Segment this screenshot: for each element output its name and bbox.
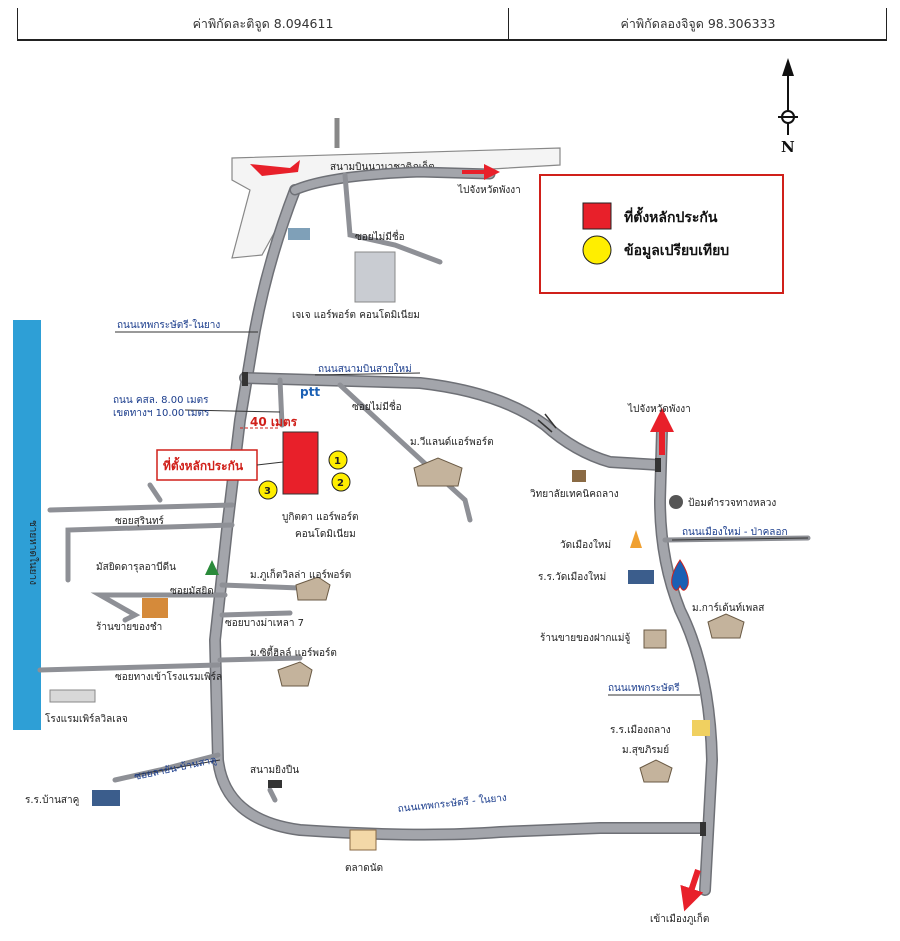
label-mosque: มัสยิดดารุลอาบีดีน: [96, 561, 176, 573]
comparable-3-num: 3: [264, 486, 271, 497]
road-spec-1: ถนน คสล. 8.00 เมตร: [113, 395, 209, 406]
label-tech-college: วิทยาลัยเทคนิคถลาง: [530, 489, 619, 500]
label-soi-masjid: ซอยมัสยิด: [170, 586, 214, 597]
arrow-to-phuket: [680, 869, 704, 912]
label-consignment: ร้านขายของฝากแม่จู้: [540, 632, 630, 644]
comparable-2-num: 2: [337, 478, 344, 489]
subject-property: 40 เมตร ที่ตั้งหลักประกัน บูกิตตา แอร์พอ…: [113, 395, 358, 540]
label-wat-mueang-mai: วัดเมืองใหม่: [560, 539, 611, 551]
airplane-icon: [250, 160, 300, 176]
label-market: ตลาดนัด: [345, 863, 383, 874]
label-to-phuket: เข้าเมืองภูเก็ต: [650, 911, 709, 925]
market-icon: [349, 829, 377, 851]
label-thepkrasattri-right: ถนนเทพกระษัตรี: [608, 682, 680, 694]
label-village-island: ม.วีแลนด์แอร์พอร์ต: [410, 436, 494, 448]
building-icons: ptt: [49, 228, 745, 851]
school-icon: [628, 570, 654, 584]
college-icon: [572, 470, 586, 482]
police-icon: [669, 495, 683, 509]
label-soi-pearl: ซอยทางเข้าโรงแรมเพิร์ล: [115, 670, 222, 683]
building-icon: [288, 228, 310, 240]
legend-collateral-swatch: [582, 202, 612, 230]
house-icon: [413, 457, 463, 487]
comparable-markers: 1 2 3: [258, 450, 351, 500]
gun-icon: [268, 780, 282, 788]
ptt-station-icon: [671, 559, 689, 591]
label-soi-2: ซอยไม่มีชื่อ: [352, 399, 402, 413]
label-shooting-range: สนามยิงปืน: [250, 764, 299, 776]
bridge-icon: [537, 413, 557, 433]
condo-icon: [354, 251, 396, 303]
longitude-label: ค่าพิกัดลองจิจูด 98.306333: [508, 8, 887, 39]
subject-name-1: บูกิตตา แอร์พอร์ต: [282, 511, 358, 523]
label-road-top: ถนนเทพกระษัตรี-ในยาง: [117, 319, 220, 331]
label-school-thalang: ร.ร.เมืองถลาง: [610, 724, 671, 736]
soi-surin-road: [47, 502, 235, 513]
minor-roads: [37, 172, 811, 803]
label-pearl-village: โรงแรมเพิร์ลวิลเลจ: [45, 712, 128, 725]
comparable-1: [328, 450, 348, 470]
subject-name-2: คอนโดมิเนียม: [295, 527, 356, 540]
comparable-1-num: 1: [334, 456, 341, 467]
shop-icon: [142, 598, 168, 618]
label-to-phangnga-top: ไปจังหวัดพังงา: [457, 184, 521, 196]
shop-icon: [643, 629, 667, 649]
label-school-wat: ร.ร.วัดเมืองใหม่: [538, 571, 606, 583]
label-to-phangnga-right: ไปจังหวัดพังงา: [627, 403, 691, 415]
latitude-label: ค่าพิกัดละติจูด 8.094611: [192, 16, 334, 31]
comparable-3: [258, 480, 278, 500]
comparable-2: [331, 472, 351, 492]
hotel-icon: [49, 689, 96, 703]
legend-comparable-label: ข้อมูลเปรียบเทียบ: [624, 243, 729, 259]
road-spec-2: เขตทางฯ 10.00 เมตร: [113, 408, 210, 419]
label-mueang-mai-road: ถนนเมืองใหม่ - ป่าคลอก: [682, 526, 788, 538]
label-soi-1: ซอยไม่มีชื่อ: [355, 229, 405, 243]
label-suk-phirom: ม.สุขภิรมย์: [622, 744, 669, 756]
compass-n-label: N: [781, 138, 795, 156]
legend: ที่ตั้งหลักประกัน ข้อมูลเปรียบเทียบ: [539, 174, 784, 294]
sea-strip: [13, 320, 41, 730]
label-city-hills: ม.ซิตี้ฮิลล์ แอร์พอร์ต: [250, 645, 337, 659]
label-jj-condo: เจเจ แอร์พอร์ต คอนโดมิเนียม: [292, 308, 420, 321]
label-phuket-villa: ม.ภูเก็ตวิลล่า แอร์พอร์ต: [250, 567, 351, 581]
label-police: ป้อมตำรวจทางหลวง: [688, 497, 776, 509]
legend-collateral-label: ที่ตั้งหลักประกัน: [624, 206, 718, 226]
school-icon: [92, 790, 120, 806]
label-school-sakhu: ร.ร.บ้านสาคู: [25, 794, 79, 806]
beach-label: ชายหาดในยาง: [27, 520, 39, 585]
traffic-light-icon: [242, 372, 706, 836]
temple-icon: [630, 530, 642, 548]
label-road-bottom: ถนนเทพกระษัตรี - ในยาง: [397, 792, 507, 815]
legend-comparable-swatch: [582, 235, 612, 265]
coordinate-bar: ค่าพิกัดละติจูด 8.094611 ค่าพิกัดลองจิจู…: [17, 8, 887, 41]
frontage-label: 40 เมตร: [250, 415, 298, 429]
label-garden-place: ม.การ์เด้นท์เพลส: [692, 602, 764, 614]
house-icon: [295, 576, 331, 601]
label-soi-surin: ซอยสุรินทร์: [115, 515, 165, 527]
house-icon: [639, 759, 673, 783]
map-labels: ไปจังหวัดพังงา ซอยไม่มีชื่อ เจเจ แอร์พอร…: [25, 184, 788, 925]
spec-leader-line: [184, 409, 281, 413]
label-soi-lai: ซอยลายัน-บ้านสาคู: [133, 754, 218, 783]
house-icon: [277, 661, 313, 687]
collateral-marker: [282, 431, 319, 495]
label-grocery: ร้านขายของชำ: [96, 621, 162, 633]
north-compass: N: [778, 58, 798, 156]
label-soi-bang-ma-rao: ซอยบางม่าเหลา 7: [225, 618, 304, 629]
house-icon: [707, 613, 745, 639]
mosque-icon: [205, 560, 219, 575]
collateral-callout: ที่ตั้งหลักประกัน: [163, 456, 244, 473]
label-new-airport-road: ถนนสนามบินสายใหม่: [318, 363, 412, 375]
ptt-logo: ptt: [300, 385, 320, 399]
school-icon: [692, 720, 710, 736]
